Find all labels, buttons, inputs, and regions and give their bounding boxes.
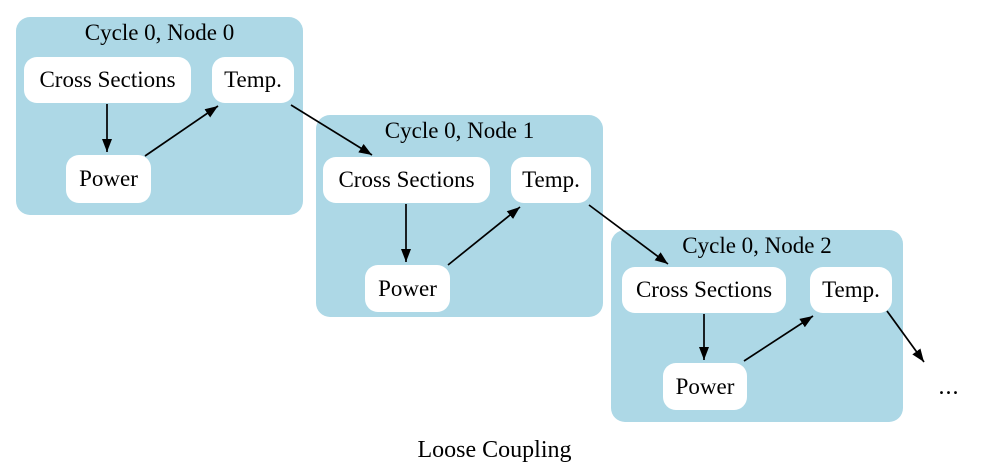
node-c0-power: Power xyxy=(66,155,151,203)
continuation-ellipsis: ... xyxy=(938,374,960,400)
node-c1-power: Power xyxy=(365,265,450,312)
node-c2-cross-sections: Cross Sections xyxy=(622,267,786,313)
edge-c0-temp-to-c1-cross-sections xyxy=(290,104,373,156)
node-c0-cross-sections: Cross Sections xyxy=(24,57,191,103)
node-c2-temp: Temp. xyxy=(810,267,892,313)
cluster-cycle0-node2-title: Cycle 0, Node 2 xyxy=(682,233,832,258)
edge-c2-temp-to-ellipsis xyxy=(886,310,925,363)
edge-c1-power-to-temp xyxy=(447,206,521,266)
cluster-cycle0-node0: Cycle 0, Node 0 xyxy=(16,17,303,215)
node-c0-temp: Temp. xyxy=(212,57,294,103)
node-c1-cross-sections: Cross Sections xyxy=(323,157,490,203)
edge-c1-temp-to-c2-cross-sections xyxy=(588,204,669,265)
cluster-cycle0-node0-title: Cycle 0, Node 0 xyxy=(84,20,235,45)
edge-c2-power-to-temp xyxy=(743,315,814,362)
cluster-cycle0-node1-title: Cycle 0, Node 1 xyxy=(384,118,535,143)
node-c2-power: Power xyxy=(663,363,747,410)
node-c1-temp: Temp. xyxy=(511,157,591,203)
diagram-caption: Loose Coupling xyxy=(417,437,572,463)
edge-c0-power-to-temp xyxy=(144,105,219,157)
